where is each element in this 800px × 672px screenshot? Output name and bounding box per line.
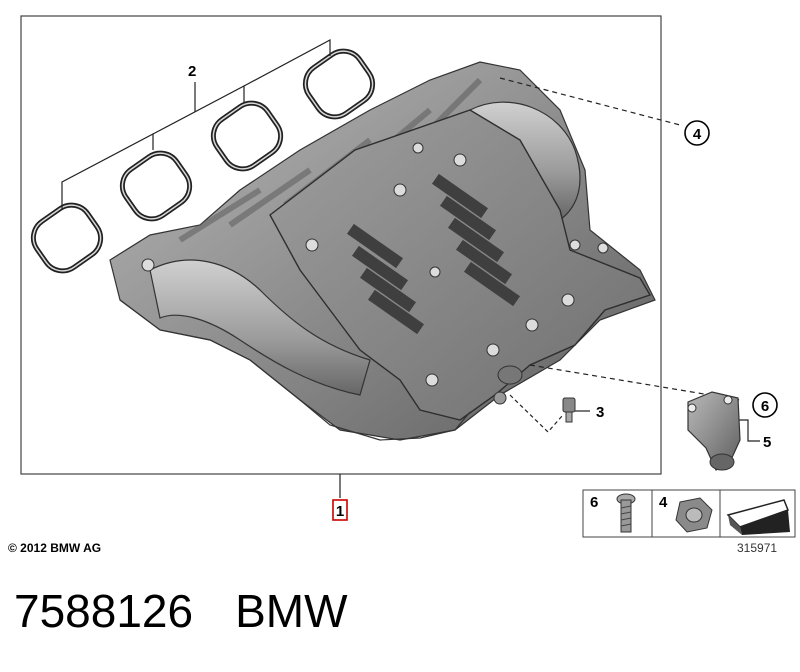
callout-5[interactable]: 5 [763, 434, 771, 451]
copyright-text: © 2012 BMW AG [8, 541, 102, 555]
svg-text:6: 6 [761, 398, 769, 415]
callout-4[interactable]: 4 [684, 120, 710, 146]
callout-6[interactable]: 6 [752, 392, 778, 418]
part-number: 7588126 [14, 585, 194, 637]
legend-label-nut: 4 [659, 494, 668, 511]
sensor-screw[interactable] [562, 397, 576, 423]
svg-text:1: 1 [336, 503, 344, 520]
part-caption: 7588126 BMW [14, 584, 348, 638]
callout-2[interactable]: 2 [188, 63, 196, 80]
callout-3[interactable]: 3 [596, 404, 604, 421]
pressure-sensor[interactable] [687, 391, 741, 471]
image-number: 315971 [737, 541, 778, 555]
parts-legend: 6 4 [582, 489, 796, 538]
legend-label-screw: 6 [590, 494, 598, 511]
leader-lines [61, 38, 760, 498]
nut-icon [675, 497, 713, 533]
screw-icon [616, 493, 636, 533]
svg-text:4: 4 [693, 126, 702, 143]
intake-manifold[interactable] [109, 61, 656, 441]
wedge-icon [726, 499, 790, 535]
diagram-frame [20, 15, 662, 475]
callout-1[interactable]: 1 [332, 499, 348, 521]
brand-name: BMW [235, 585, 348, 637]
